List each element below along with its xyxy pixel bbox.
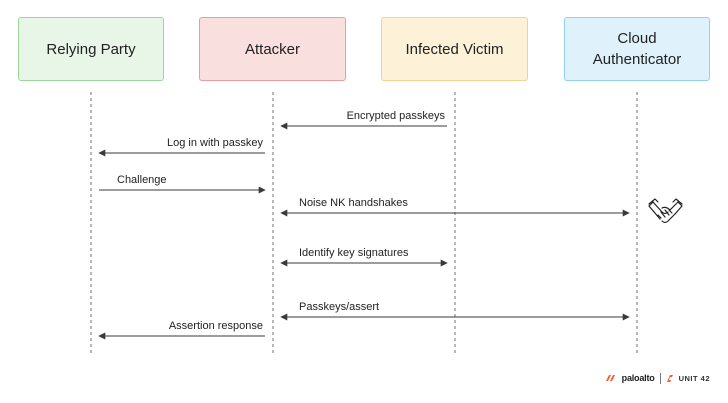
message-label: Passkeys/assert bbox=[299, 301, 380, 313]
brand-company: paloalto bbox=[621, 373, 655, 383]
actor-relying-party: Relying Party bbox=[18, 17, 164, 81]
actor-label-infected-victim: Infected Victim bbox=[405, 40, 504, 58]
unit42-logo-icon bbox=[666, 374, 673, 382]
lifelines bbox=[90, 92, 638, 355]
message-label: Challenge bbox=[117, 174, 167, 186]
handshake-icon bbox=[648, 198, 683, 224]
message-label: Identify key signatures bbox=[299, 247, 409, 259]
message-arrows bbox=[98, 122, 630, 340]
brand-unit: UNIT 42 bbox=[678, 373, 710, 383]
message-label: Encrypted passkeys bbox=[346, 110, 445, 122]
actor-label-attacker: Attacker bbox=[244, 40, 301, 58]
message-label: Noise NK handshakes bbox=[299, 197, 408, 209]
actor-label-cloud-authenticator: Cloud Authenticator bbox=[592, 30, 682, 68]
actor-label-relying-party: Relying Party bbox=[46, 40, 136, 58]
brand-divider bbox=[659, 372, 661, 384]
actor-cloud-authenticator: Cloud Authenticator bbox=[564, 17, 710, 81]
actor-infected-victim: Infected Victim bbox=[381, 17, 528, 81]
message-label: Log in with passkey bbox=[167, 137, 263, 149]
paloalto-logo-icon bbox=[605, 375, 615, 381]
branding: paloalto UNIT 42 bbox=[605, 371, 710, 385]
actor-attacker: Attacker bbox=[199, 17, 346, 81]
message-label: Assertion response bbox=[168, 320, 263, 332]
